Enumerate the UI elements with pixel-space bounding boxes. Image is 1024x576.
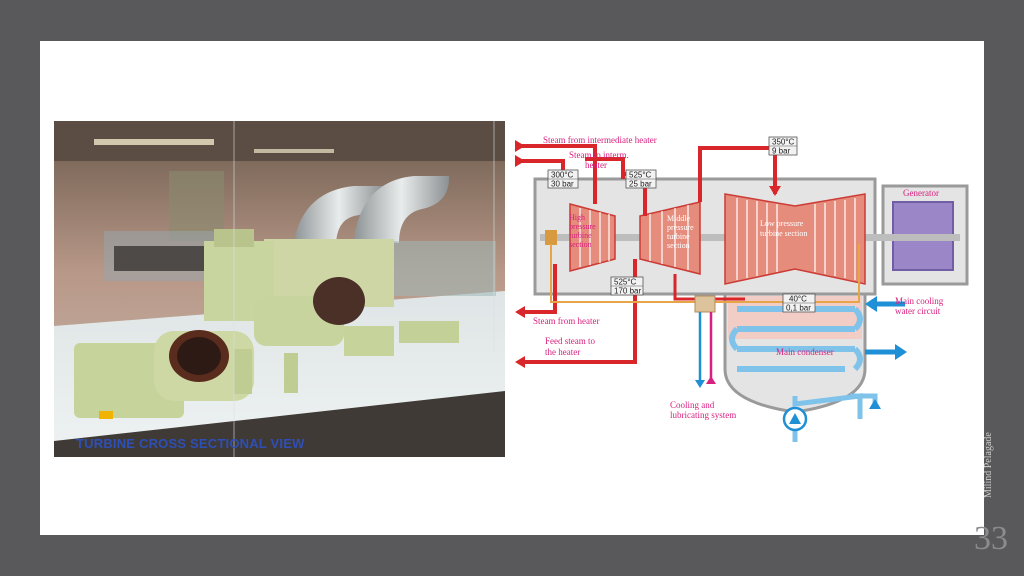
svg-text:section: section xyxy=(667,241,690,250)
author-name: Milind Pelagade xyxy=(983,432,994,498)
turbine-photo: TURBINE CROSS SECTIONAL VIEW xyxy=(54,121,505,457)
svg-text:350°C: 350°C xyxy=(772,138,795,147)
svg-text:Low pressure: Low pressure xyxy=(760,219,804,228)
tag-525-170: 525°C 170 bar xyxy=(610,276,644,296)
label-condenser: Main condenser xyxy=(776,347,834,357)
svg-text:0,1 bar: 0,1 bar xyxy=(786,304,811,313)
svg-text:25 bar: 25 bar xyxy=(629,180,652,189)
svg-text:pressure: pressure xyxy=(569,222,596,231)
lp-turbine xyxy=(724,193,866,285)
turbine-schematic: 300°C 30 bar 525°C 25 bar 350°C 9 bar 52… xyxy=(515,134,977,471)
svg-text:300°C: 300°C xyxy=(551,171,574,180)
svg-text:lubricating system: lubricating system xyxy=(670,410,736,420)
svg-text:water circuit: water circuit xyxy=(895,306,941,316)
svg-text:turbine: turbine xyxy=(569,231,592,240)
svg-text:525°C: 525°C xyxy=(629,171,652,180)
svg-text:the heater: the heater xyxy=(545,347,580,357)
svg-text:heater: heater xyxy=(585,160,607,170)
label-cooling-water: Main cooling xyxy=(895,296,944,306)
label-generator: Generator xyxy=(903,188,939,198)
svg-text:turbine section: turbine section xyxy=(760,229,807,238)
svg-text:30 bar: 30 bar xyxy=(551,180,574,189)
tag-525-25: 525°C 25 bar xyxy=(625,169,657,189)
label-steam-from-heater: Steam from heater xyxy=(533,316,599,326)
label-feed-steam: Feed steam to xyxy=(545,336,595,346)
mp-turbine xyxy=(639,201,701,275)
tag-300: 300°C 30 bar xyxy=(547,169,579,189)
svg-text:170 bar: 170 bar xyxy=(614,287,641,296)
svg-text:pressure: pressure xyxy=(667,223,694,232)
bearing xyxy=(545,230,557,245)
label-steam-to-interm: Steam to interm. xyxy=(569,150,629,160)
svg-text:40°C: 40°C xyxy=(789,295,807,304)
svg-text:turbine: turbine xyxy=(667,232,690,241)
tag-40: 40°C 0,1 bar xyxy=(782,293,816,313)
svg-text:High: High xyxy=(569,213,585,222)
label-lubricating: Cooling and xyxy=(670,400,715,410)
svg-text:9 bar: 9 bar xyxy=(772,147,791,156)
page-number: 33 xyxy=(974,520,1008,557)
tag-350: 350°C 9 bar xyxy=(768,136,798,156)
svg-text:525°C: 525°C xyxy=(614,278,637,287)
lubrication-tank xyxy=(694,295,716,313)
slide: TURBINE CROSS SECTIONAL VIEW xyxy=(40,41,984,535)
label-steam-intermediate: Steam from intermediate heater xyxy=(543,135,657,145)
svg-text:Middle: Middle xyxy=(667,214,691,223)
photo-caption: TURBINE CROSS SECTIONAL VIEW xyxy=(76,436,305,451)
svg-text:section: section xyxy=(569,240,592,249)
